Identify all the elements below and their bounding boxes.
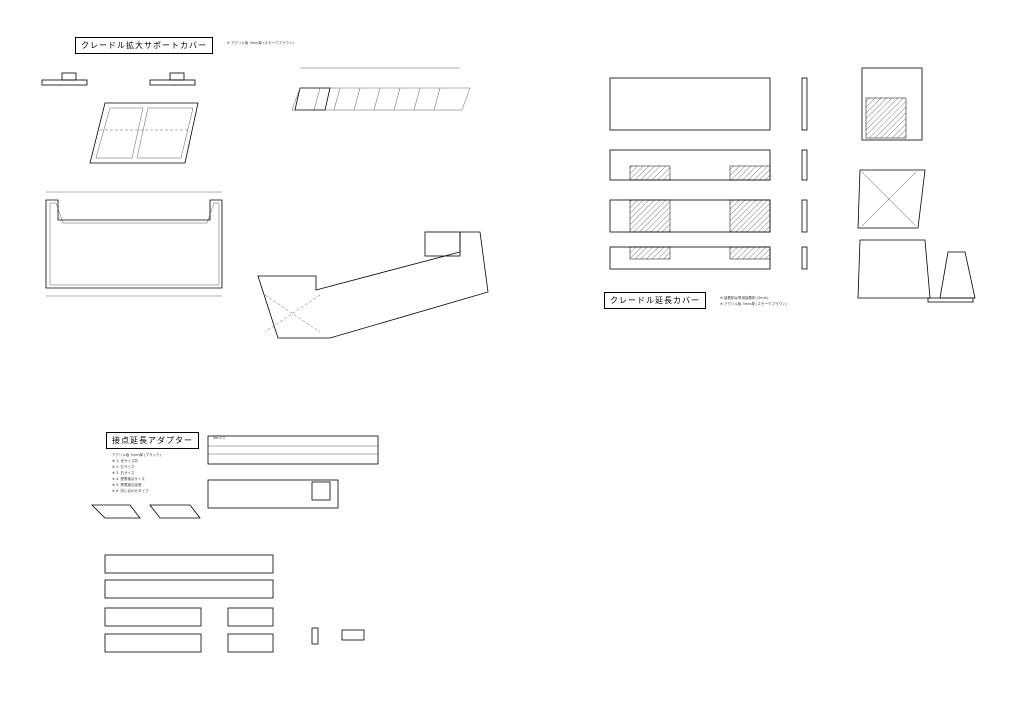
note-extension-cover-2: ※ アクリル板 3mm厚 (スモークブラウン) [720, 302, 787, 306]
note-support-cover: ※ アクリル板 3mm厚 (スモークブラウン) [227, 41, 294, 45]
sheet-extension-cover [609, 67, 976, 303]
note-adapter-6: ※ 6. 向い合わせタイプ [112, 489, 149, 493]
note-adapter-2: ※ 2. 左サイズ [112, 465, 135, 469]
title-contact-adapter: 接点延長アダプター [106, 432, 199, 449]
note-adapter-1: ※ 1. 全サイズ共 [112, 459, 138, 463]
note-adapter-4: ※ 4. 受電接点サイズ [112, 477, 145, 481]
note-adapter-material: アクリル板 3mm厚 (ブラック) [112, 453, 161, 457]
title-support-cover: クレードル拡大サポートカバー [75, 37, 213, 54]
sheet-contact-adapter [91, 435, 379, 653]
note-adapter-5: ※ 5. 受電接点延長 [112, 483, 142, 487]
version-label: Ver.2.1 [213, 436, 226, 440]
title-extension-cover: クレードル延長カバー [604, 292, 706, 309]
header-extension-cover: クレードル延長カバー ※ 接着剤は専用接着剤 (3mm) ※ アクリル板 3mm… [604, 292, 787, 309]
note-adapter-3: ※ 3. 右サイズ [112, 471, 135, 475]
sheet-support-cover [41, 67, 489, 339]
note-extension-cover-1: ※ 接着剤は専用接着剤 (3mm) [720, 296, 769, 300]
header-support-cover: クレードル拡大サポートカバー ※ アクリル板 3mm厚 (スモークブラウン) [75, 37, 294, 54]
header-contact-adapter: 接点延長アダプター Ver.2.1 [106, 432, 225, 449]
adapter-notes: アクリル板 3mm厚 (ブラック) ※ 1. 全サイズ共 ※ 2. 左サイズ ※… [112, 452, 161, 494]
